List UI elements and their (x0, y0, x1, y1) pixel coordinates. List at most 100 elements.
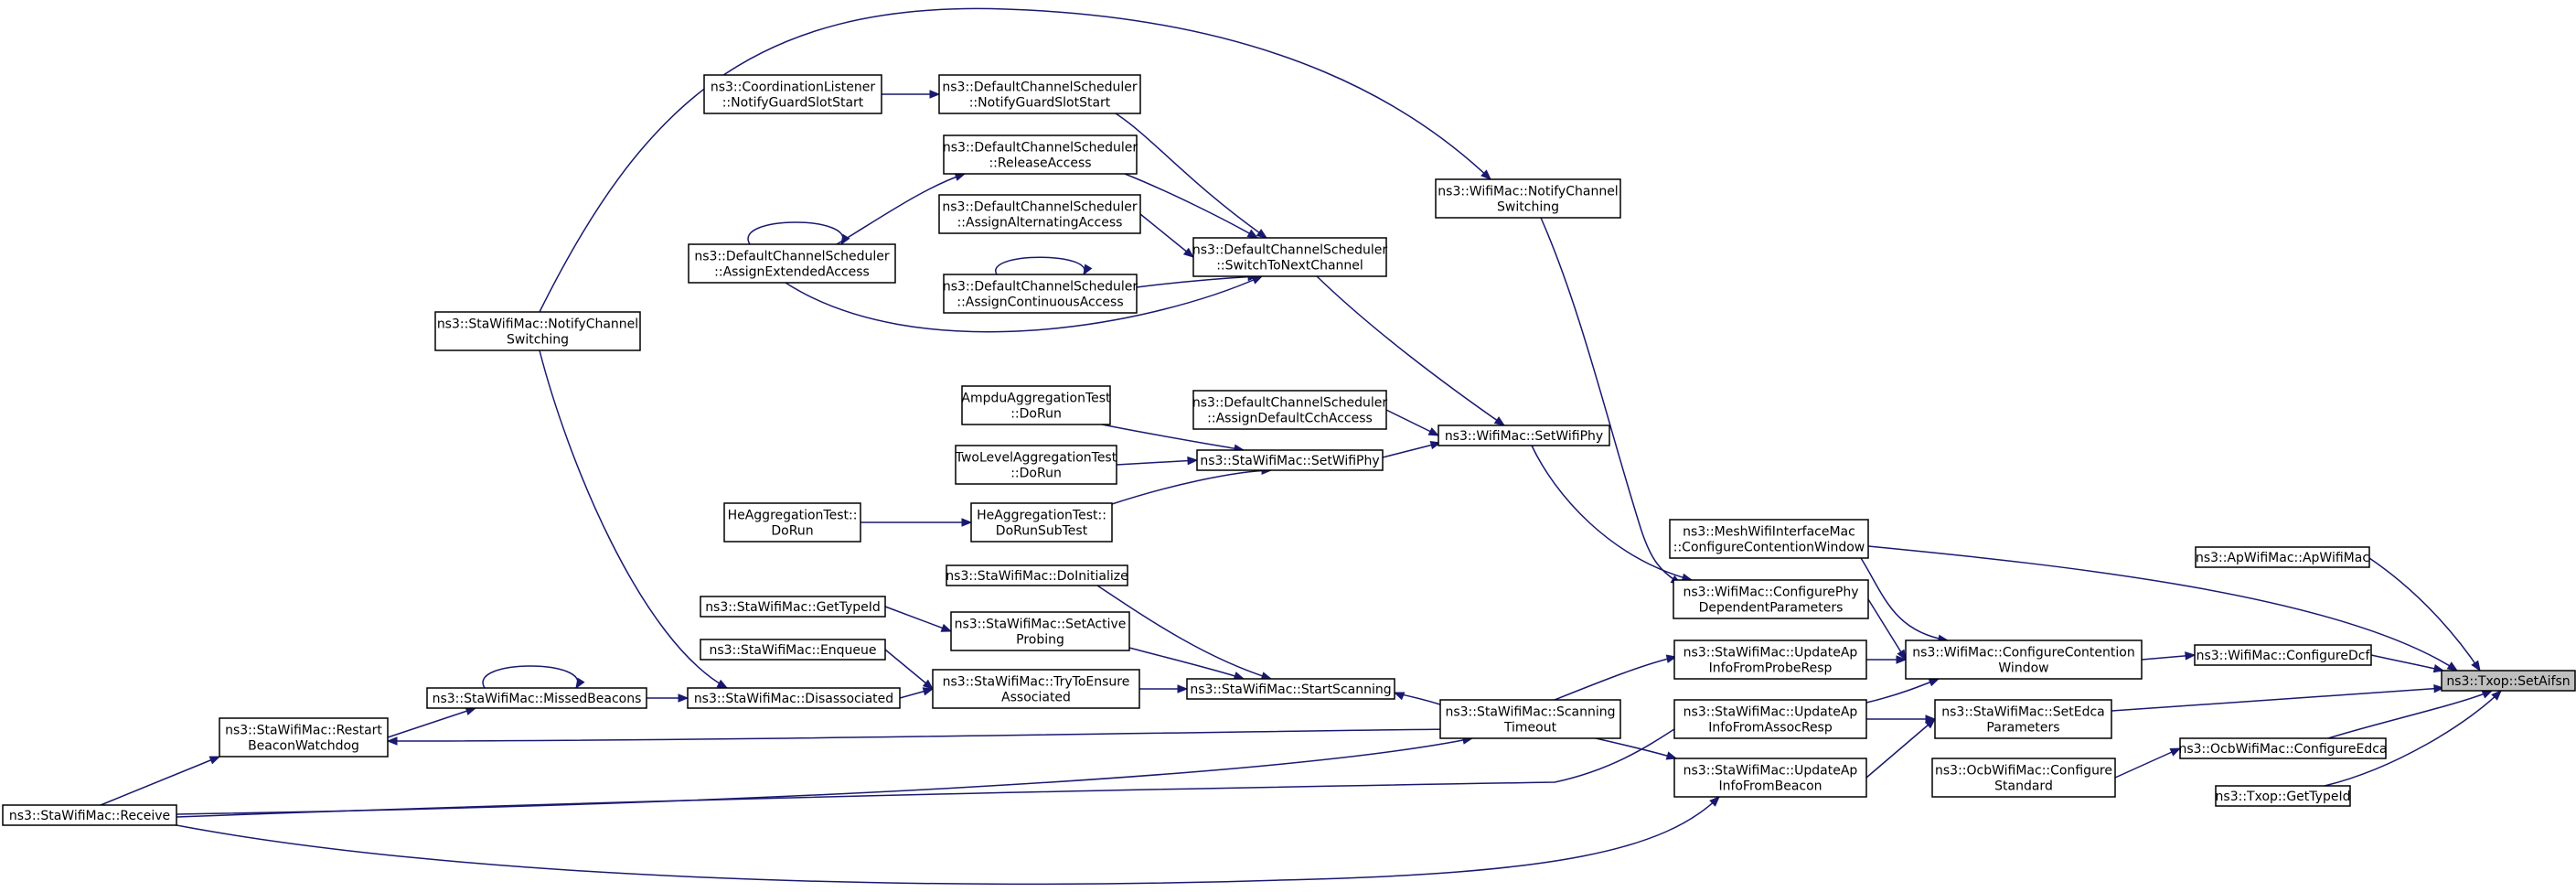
node-box[interactable] (703, 74, 882, 114)
node-box[interactable] (1192, 237, 1387, 277)
node-dcs_ad[interactable]: ns3::DefaultChannelScheduler::AssignDefa… (1192, 390, 1387, 430)
node-box[interactable] (1931, 758, 2116, 798)
node-srecv[interactable]: ns3::StaWifiMac::Receive (2, 804, 177, 826)
node-box[interactable] (961, 385, 1111, 425)
node-hat_s[interactable]: HeAggregationTest::DoRunSubTest (970, 502, 1113, 543)
node-box[interactable] (426, 687, 647, 709)
arrowhead-icon (929, 90, 941, 99)
edge-tgt-to-root (2324, 690, 2502, 787)
node-box[interactable] (943, 134, 1138, 175)
edge-smb-to-sdis (647, 693, 689, 703)
node-ssp[interactable]: ns3::StaWifiMac::SetWifiPhy (1196, 449, 1384, 471)
node-box[interactable] (2441, 670, 2576, 692)
node-box[interactable] (1196, 449, 1384, 471)
node-box[interactable] (955, 445, 1117, 485)
node-senq[interactable]: ns3::StaWifiMac::Enqueue (700, 639, 886, 661)
node-box[interactable] (434, 311, 641, 351)
node-box[interactable] (700, 639, 886, 661)
node-box[interactable] (687, 687, 901, 709)
node-mesh[interactable]: ns3::MeshWifiInterfaceMac::ConfigureCont… (1669, 519, 1869, 559)
node-sss[interactable]: ns3::StaWifiMac::StartScanning (1186, 678, 1395, 700)
node-box[interactable] (1673, 758, 1867, 798)
node-label: DependentParameters (1699, 601, 1844, 616)
node-root[interactable]: ns3::Txop::SetAifsn (2441, 670, 2576, 692)
edge-mesh-to-wccw (1860, 557, 1950, 643)
node-label: ns3::DefaultChannelScheduler (942, 81, 1137, 95)
node-tgt[interactable]: ns3::Txop::GetTypeId (2215, 785, 2351, 807)
edge-wncs-to-cpdp (1540, 217, 1683, 585)
edge-line (1867, 545, 2458, 672)
node-hat[interactable]: HeAggregationTest::DoRun (723, 502, 861, 543)
node-cpdp[interactable]: ns3::WifiMac::ConfigurePhyDependentParam… (1673, 579, 1869, 619)
node-cl_ng[interactable]: ns3::CoordinationListener::NotifyGuardSl… (703, 74, 882, 114)
node-uapr[interactable]: ns3::StaWifiMac::UpdateApInfoFromProbeRe… (1673, 639, 1867, 680)
node-box[interactable] (1438, 425, 1610, 446)
edge-line (176, 796, 1720, 886)
node-box[interactable] (1934, 699, 2112, 739)
arrowhead-icon (1665, 751, 1678, 760)
node-uaas[interactable]: ns3::StaWifiMac::UpdateApInfoFromAssocRe… (1673, 699, 1867, 739)
node-dcs_sw[interactable]: ns3::DefaultChannelScheduler::SwitchToNe… (1192, 237, 1387, 277)
node-box[interactable] (1439, 699, 1621, 739)
node-wsp[interactable]: ns3::WifiMac::SetWifiPhy (1438, 425, 1610, 446)
node-label: Switching (1497, 200, 1559, 215)
edge-uab-to-sedca (1865, 718, 1937, 779)
node-label: ::ConfigureContentionWindow (1673, 541, 1865, 555)
node-box[interactable] (2194, 644, 2372, 666)
nodes-layer: ns3::Txop::SetAifsn ns3::ApWifiMac::ApWif… (2, 74, 2576, 826)
node-dcs_aa[interactable]: ns3::DefaultChannelScheduler::AssignAlte… (938, 194, 1141, 234)
node-dcs_ra[interactable]: ns3::DefaultChannelScheduler::ReleaseAcc… (943, 134, 1138, 175)
node-apc[interactable]: ns3::ApWifiMac::ApWifiMac (2195, 546, 2370, 568)
node-box[interactable] (688, 243, 896, 284)
node-wccw[interactable]: ns3::WifiMac::ConfigureContentionWindow (1905, 639, 2143, 680)
node-box[interactable] (950, 611, 1130, 651)
node-box[interactable] (943, 274, 1138, 314)
node-box[interactable] (2195, 546, 2370, 568)
node-box[interactable] (1186, 678, 1395, 700)
node-box[interactable] (1673, 639, 1867, 680)
node-sgt[interactable]: ns3::StaWifiMac::GetTypeId (700, 596, 886, 618)
node-box[interactable] (1435, 178, 1621, 219)
node-sdi[interactable]: ns3::StaWifiMac::DoInitialize (946, 564, 1128, 586)
node-aat[interactable]: AmpduAggregationTest::DoRun (961, 385, 1111, 425)
node-tlat[interactable]: TwoLevelAggregationTest::DoRun (955, 445, 1117, 485)
node-label: ns3::StaWifiMac::SetEdca (1941, 705, 2105, 720)
node-box[interactable] (1673, 579, 1869, 619)
node-label: ns3::CoordinationListener (711, 81, 876, 95)
node-box[interactable] (723, 502, 861, 543)
node-box[interactable] (2215, 785, 2351, 807)
node-dcs_ac[interactable]: ns3::DefaultChannelScheduler::AssignCont… (943, 274, 1138, 314)
node-ocbe[interactable]: ns3::OcbWifiMac::ConfigureEdca (2178, 737, 2388, 759)
node-box[interactable] (970, 502, 1113, 543)
node-wcd[interactable]: ns3::WifiMac::ConfigureDcf (2194, 644, 2372, 666)
node-box[interactable] (1905, 639, 2143, 680)
node-box[interactable] (2179, 737, 2387, 759)
node-smb[interactable]: ns3::StaWifiMac::MissedBeacons (426, 687, 647, 709)
node-dcs_ng[interactable]: ns3::DefaultChannelScheduler::NotifyGuar… (938, 74, 1141, 114)
node-label: ns3::StaWifiMac::UpdateAp (1683, 705, 1858, 720)
arrowhead-icon (716, 679, 729, 689)
node-box[interactable] (1192, 390, 1387, 430)
node-label: Window (1998, 661, 2048, 676)
node-box[interactable] (938, 74, 1141, 114)
node-box[interactable] (219, 717, 389, 758)
edge-uapr-to-wccw (1866, 655, 1908, 664)
node-box[interactable] (938, 194, 1141, 234)
node-dcs_ae[interactable]: ns3::DefaultChannelScheduler::AssignExte… (688, 243, 896, 284)
node-box[interactable] (1673, 699, 1867, 739)
node-box[interactable] (946, 564, 1128, 586)
node-sdis[interactable]: ns3::StaWifiMac::Disassociated (687, 687, 901, 709)
node-box[interactable] (700, 596, 886, 618)
node-box[interactable] (1669, 519, 1869, 559)
node-box[interactable] (932, 669, 1140, 709)
node-box[interactable] (2, 804, 177, 826)
